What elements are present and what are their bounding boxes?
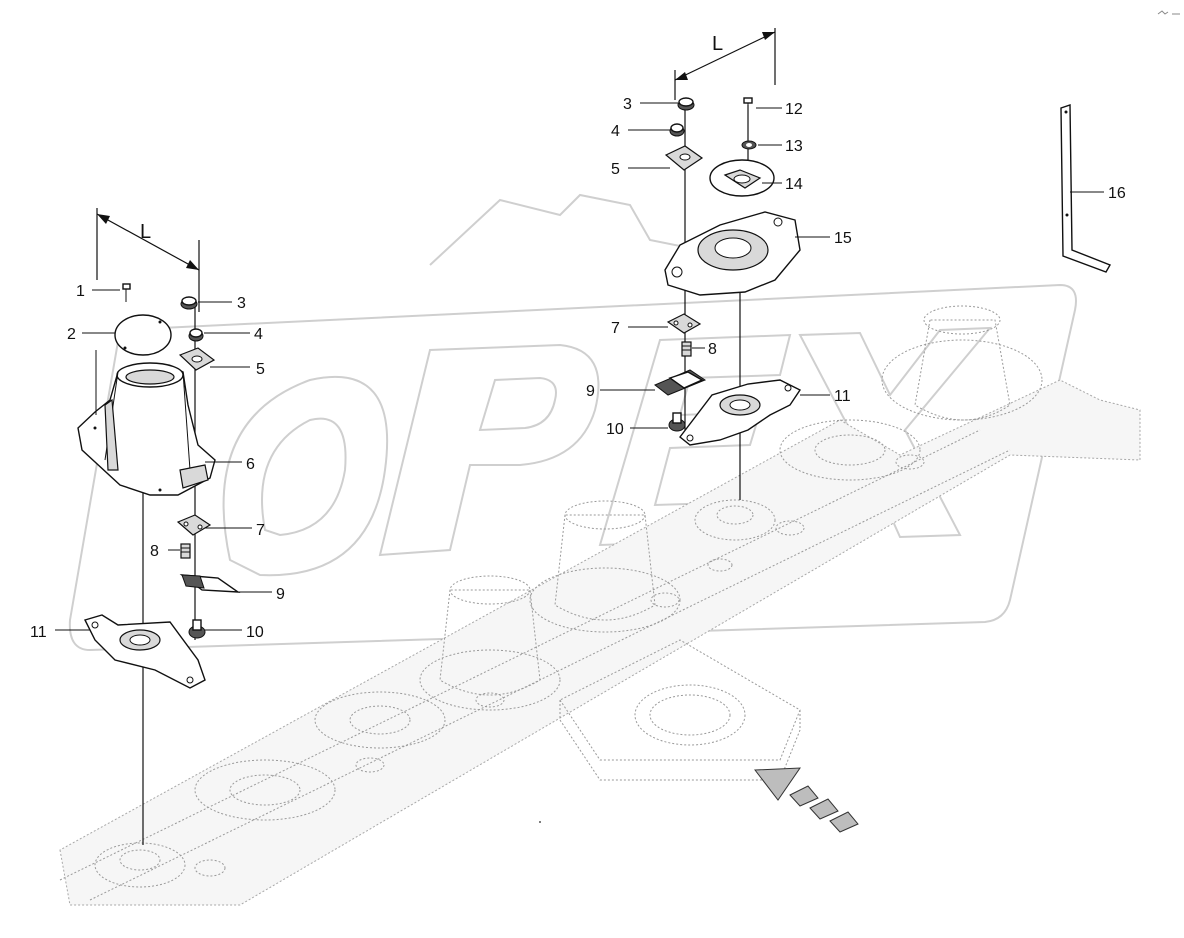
callout-9-right: 9 <box>586 383 595 400</box>
callout-13: 13 <box>785 138 803 155</box>
callout-1: 1 <box>76 283 85 300</box>
callout-7-right: 7 <box>611 320 620 337</box>
leader-lines <box>55 102 1104 631</box>
part-14-cover-cap <box>709 159 775 197</box>
part-5-blade-holder-right <box>664 145 704 171</box>
part-7-plate-right <box>666 313 702 334</box>
part-11-cutting-disc-right <box>679 379 802 446</box>
part-4-lock-nut-right <box>669 123 685 137</box>
callout-4-right: 4 <box>611 123 620 140</box>
part-8-bolt-right <box>681 341 692 357</box>
callout-9-left: 9 <box>276 586 285 603</box>
travel-direction-arrow-icon <box>754 767 859 833</box>
part-7-plate <box>176 514 212 536</box>
callout-10-left: 10 <box>246 624 264 641</box>
callout-2: 2 <box>67 326 76 343</box>
part-10-nut <box>188 619 206 639</box>
part-9-blade-right <box>654 369 707 396</box>
part-12-bolt <box>743 97 753 118</box>
callout-5-right: 5 <box>611 161 620 178</box>
callout-3-left: 3 <box>237 295 246 312</box>
callout-7-left: 7 <box>256 522 265 539</box>
part-11-cutting-disc <box>83 614 206 689</box>
callout-11-right: 11 <box>834 388 851 405</box>
callout-16: 16 <box>1108 185 1126 202</box>
part-6-drum-housing <box>77 362 216 496</box>
callout-14: 14 <box>785 176 803 193</box>
part-3-nut <box>180 296 198 310</box>
part-13-washer <box>741 140 757 150</box>
right-assembly: L <box>654 28 802 500</box>
cutter-bar-ghost <box>59 305 1141 906</box>
callout-8-left: 8 <box>150 543 159 560</box>
part-9-blade <box>179 574 241 593</box>
dimension-label-left: L <box>140 221 151 243</box>
callout-15: 15 <box>834 230 852 247</box>
left-assembly: L <box>77 208 241 845</box>
part-2-cover-disc <box>114 314 172 356</box>
part-5-blade-holder <box>178 347 216 371</box>
callout-4-left: 4 <box>254 326 263 343</box>
dimension-label-right: L <box>712 33 723 55</box>
callout-5-left: 5 <box>256 361 265 378</box>
part-4-lock-nut <box>188 328 204 342</box>
callout-10-right: 10 <box>606 421 624 438</box>
part-10-nut-right <box>668 412 686 432</box>
part-15-disc-cover <box>664 211 801 296</box>
part-8-bolt <box>180 543 191 559</box>
callout-8-right: 8 <box>708 341 717 358</box>
part-3-nut-right <box>677 97 695 111</box>
callout-6: 6 <box>246 456 255 473</box>
callout-labels: 1 2 3 4 5 6 7 8 9 10 11 3 4 5 7 8 9 10 1… <box>30 96 1126 641</box>
callout-11-left: 11 <box>30 624 47 641</box>
callout-12: 12 <box>785 101 803 118</box>
part-16-rod-tool <box>1060 104 1112 273</box>
part-1-bolt <box>122 283 131 302</box>
callout-3-right: 3 <box>623 96 632 113</box>
corner-mark <box>1157 10 1180 15</box>
